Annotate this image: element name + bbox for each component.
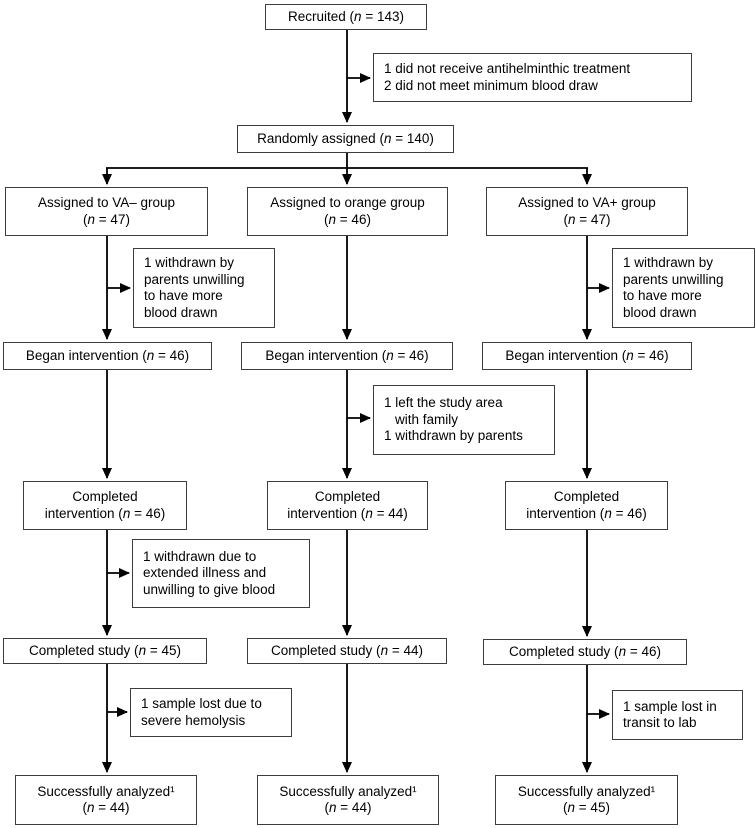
va-plus-withdrawal-box: 1 withdrawn by parents unwilling to have… <box>612 248 755 328</box>
line: to have more <box>144 288 223 303</box>
pre-randomization-exclusions-box: 1 did not receive antihelminthic treatme… <box>373 53 692 102</box>
line: 1 did not receive antihelminthic treatme… <box>384 61 631 76</box>
line: Successfully analyzed¹ <box>279 783 417 799</box>
assigned-va-plus-box: Assigned to VA+ group (n = 47) <box>486 187 688 236</box>
line: Completed <box>72 489 138 504</box>
line: Completed <box>314 489 381 504</box>
line: 1 withdrawn by <box>623 255 714 270</box>
line: Recruited (n = 143) <box>288 8 404 24</box>
va-plus-sample-lost-box: 1 sample lost in transit to lab <box>612 690 743 740</box>
recruited-box: Recruited (n = 143) <box>265 4 427 30</box>
line: 1 withdrawn due to <box>143 548 257 564</box>
orange-began-box: Began intervention (n = 46) <box>241 342 453 370</box>
line: Completed study (n = 46) <box>509 643 661 659</box>
va-minus-analyzed-box: Successfully analyzed¹ (n = 44) <box>15 775 197 825</box>
line: (n = 44) <box>82 800 130 815</box>
va-minus-withdrawal-box: 1 withdrawn by parents unwilling to have… <box>133 248 275 328</box>
va-plus-completed-study-box: Completed study (n = 46) <box>483 639 687 665</box>
line: (n = 47) <box>563 211 611 227</box>
line: transit to lab <box>623 715 697 730</box>
line: Completed <box>553 489 620 504</box>
line: Successfully analyzed¹ <box>37 783 175 799</box>
line: severe hemolysis <box>141 712 246 728</box>
line: 1 sample lost due to <box>141 696 262 711</box>
line: Began intervention (n = 46) <box>25 347 190 363</box>
line: Began intervention (n = 46) <box>505 347 669 363</box>
orange-completed-study-box: Completed study (n = 44) <box>247 638 447 664</box>
line: Successfully analyzed¹ <box>517 783 656 799</box>
line: Assigned to VA– group <box>37 195 176 210</box>
line: 1 withdrawn by <box>144 255 235 270</box>
line: (n = 47) <box>83 211 130 227</box>
line: 2 did not meet minimum blood draw <box>384 77 598 93</box>
assigned-va-minus-box: Assigned to VA– group (n = 47) <box>5 187 208 236</box>
va-minus-sample-lost-box: 1 sample lost due to severe hemolysis <box>130 688 292 737</box>
line: (n = 46) <box>324 211 371 227</box>
va-minus-completed-study-box: Completed study (n = 45) <box>3 638 207 664</box>
line: 1 left the study area <box>384 395 503 411</box>
line: Assigned to orange group <box>270 195 425 210</box>
line: intervention (n = 44) <box>287 505 408 521</box>
randomized-box: Randomly assigned (n = 140) <box>237 125 454 153</box>
line: unwilling to give blood <box>143 581 276 597</box>
line: Completed study (n = 44) <box>271 642 423 658</box>
va-plus-began-box: Began intervention (n = 46) <box>482 342 692 370</box>
line: Began intervention (n = 46) <box>265 347 429 363</box>
line: 1 sample lost in <box>623 698 717 714</box>
line: parents unwilling <box>623 271 724 287</box>
line: intervention (n = 46) <box>44 505 166 521</box>
orange-completed-intervention-box: Completed intervention (n = 44) <box>267 481 428 530</box>
line: extended illness and <box>143 565 267 581</box>
va-minus-illness-withdrawal-box: 1 withdrawn due to extended illness and … <box>132 539 310 608</box>
line: (n = 44) <box>324 800 372 815</box>
orange-analyzed-box: Successfully analyzed¹ (n = 44) <box>257 775 439 825</box>
line: Completed study (n = 45) <box>29 642 181 658</box>
line: Randomly assigned (n = 140) <box>257 130 434 146</box>
connectors <box>102 29 610 773</box>
line: with family <box>395 411 459 427</box>
line: to have more <box>623 288 702 303</box>
va-plus-completed-intervention-box: Completed intervention (n = 46) <box>505 481 668 530</box>
line: 1 withdrawn by parents <box>384 428 523 444</box>
va-minus-began-box: Began intervention (n = 46) <box>3 342 212 370</box>
orange-attrition-box: 1 left the study area with family 1 with… <box>373 385 555 455</box>
line: Assigned to VA+ group <box>518 195 656 210</box>
va-minus-completed-intervention-box: Completed intervention (n = 46) <box>23 481 187 530</box>
line: parents unwilling <box>144 271 245 287</box>
line: (n = 45) <box>563 800 610 815</box>
assigned-orange-box: Assigned to orange group (n = 46) <box>247 187 448 236</box>
line: intervention (n = 46) <box>526 505 647 521</box>
line: blood drawn <box>623 304 697 320</box>
va-plus-analyzed-box: Successfully analyzed¹ (n = 45) <box>495 775 678 825</box>
line: blood drawn <box>144 304 218 320</box>
